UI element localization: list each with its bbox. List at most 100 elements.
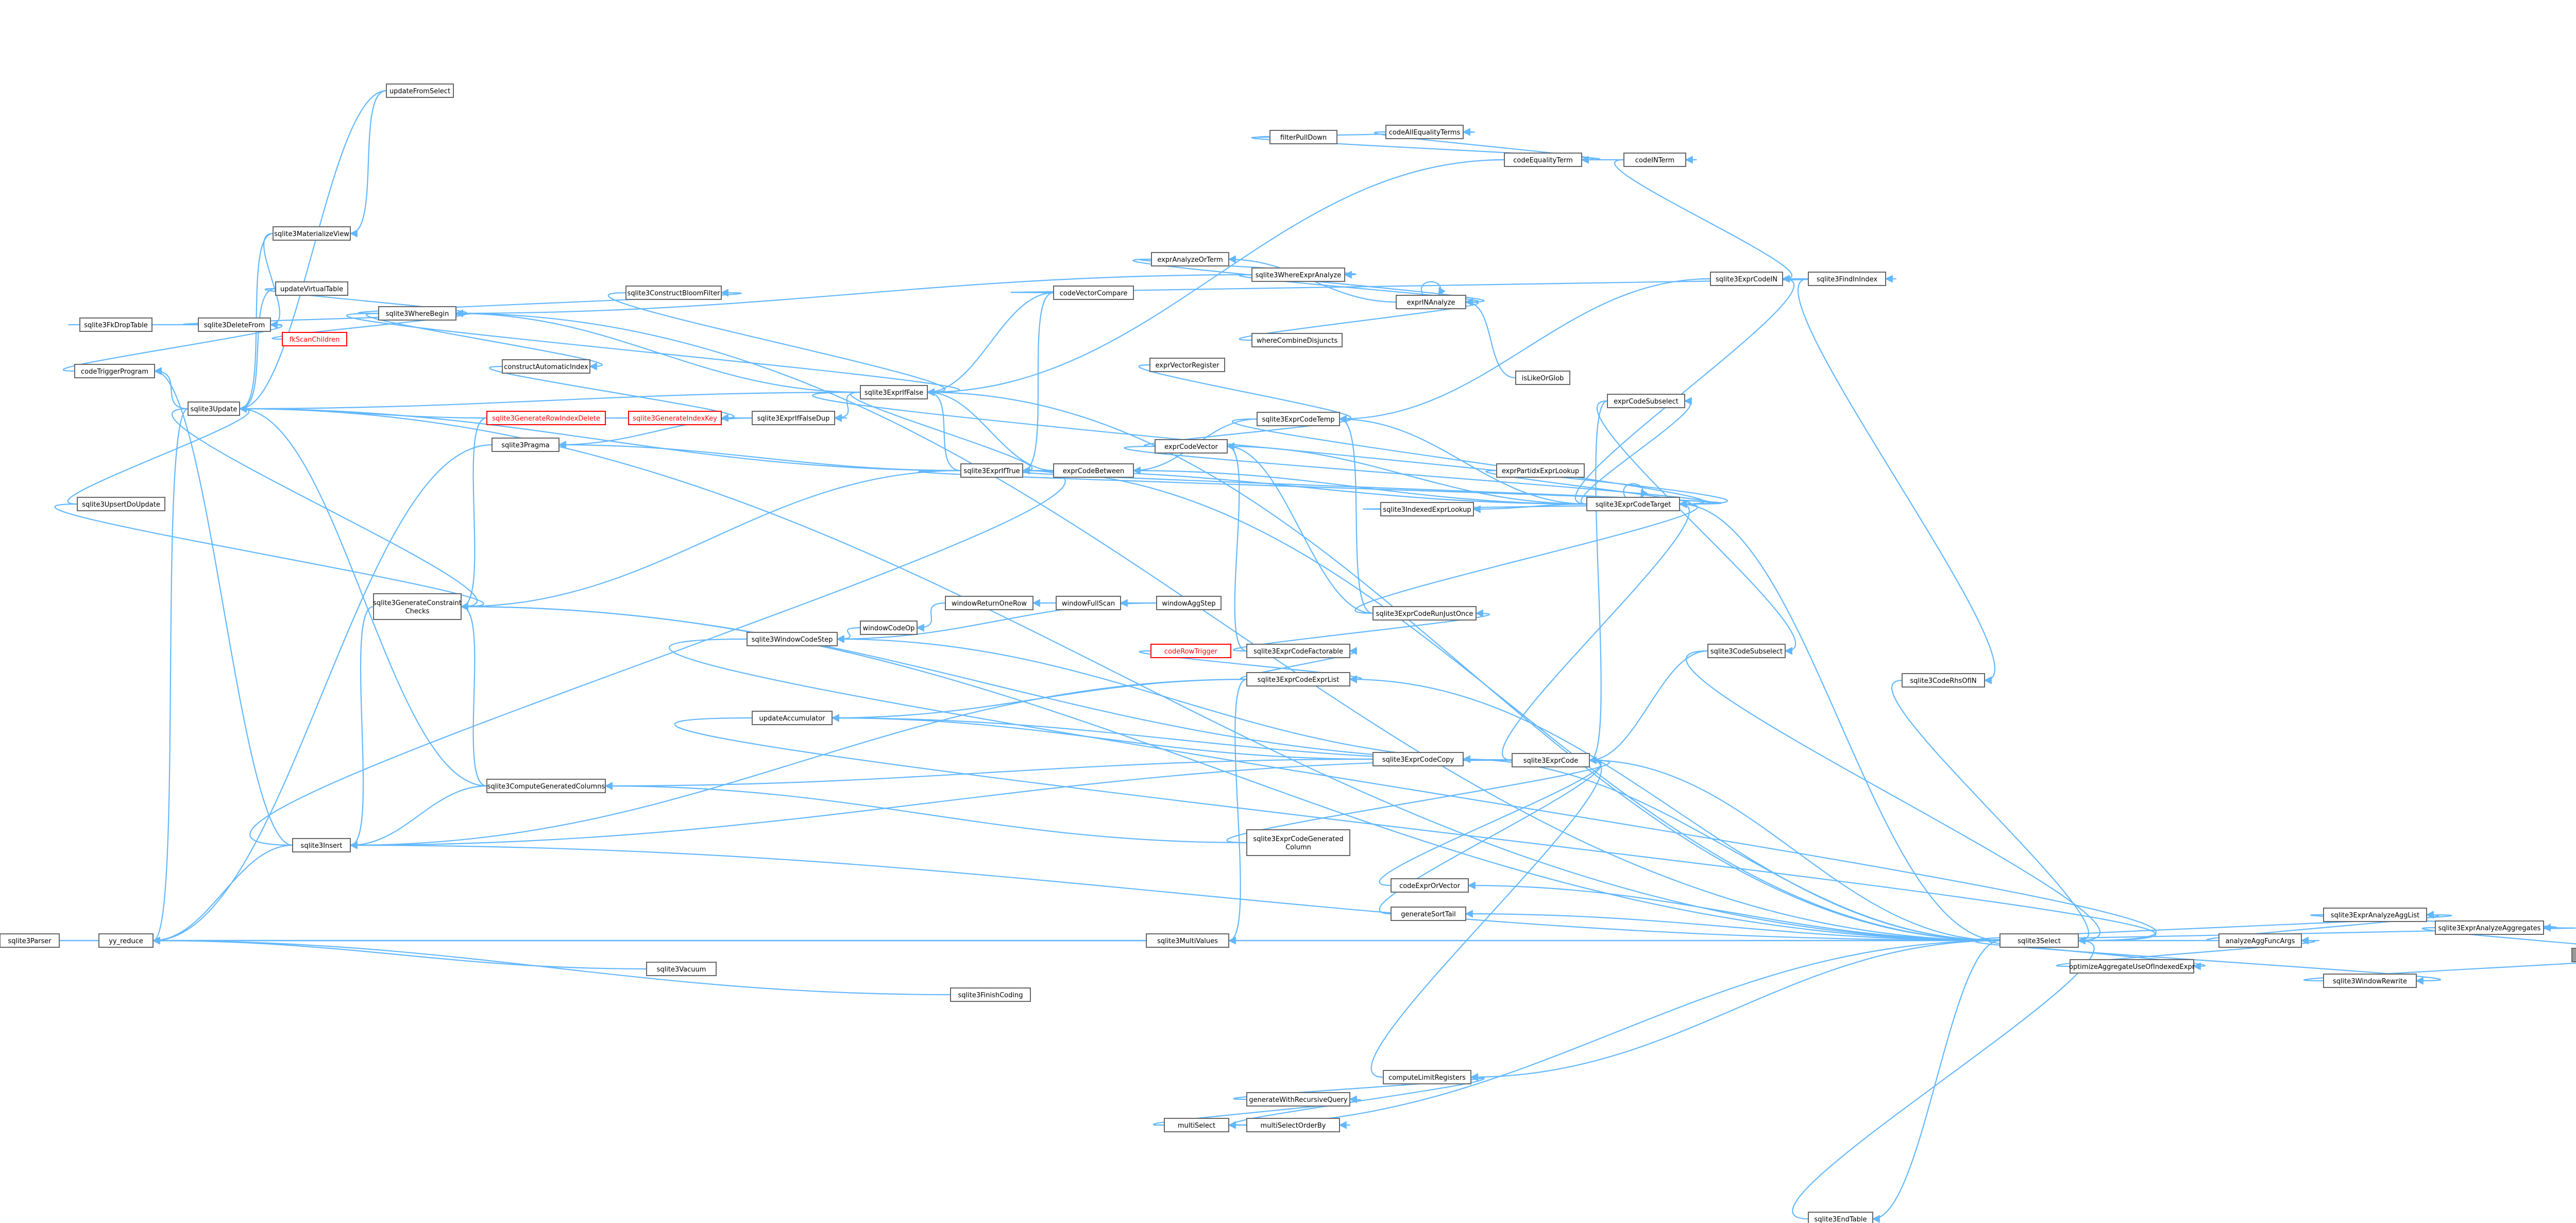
graph-node-sqlite3makecopyhint[interactable]: sqlite3MakeCopyHint <box>2571 948 2576 962</box>
graph-node-windowcodeop[interactable]: windowCodeOp <box>860 621 918 635</box>
graph-node-sqlite3windowrewrite[interactable]: sqlite3WindowRewrite <box>2323 974 2417 988</box>
graph-node-sqlite3indexedexprlookup[interactable]: sqlite3IndexedExprLookup <box>1380 502 1474 516</box>
graph-node-sqlite3insert[interactable]: sqlite3Insert <box>292 838 351 852</box>
graph-node-codeinterm[interactable]: codeINTerm <box>1623 153 1686 167</box>
graph-node-sqlite3computegeneratedcolumns[interactable]: sqlite3ComputeGeneratedColumns <box>486 779 606 793</box>
node-box <box>1707 644 1786 658</box>
graph-node-sqlite3finishcoding[interactable]: sqlite3FinishCoding <box>950 987 1031 1002</box>
graph-node-generatesorttail[interactable]: generateSortTail <box>1391 907 1466 921</box>
graph-node-sqlite3expriffalsedup[interactable]: sqlite3ExprIfFalseDup <box>752 411 835 425</box>
graph-node-yy-reduce[interactable]: yy_reduce <box>98 933 154 948</box>
node-box <box>1164 1118 1229 1132</box>
node-label: Checks <box>405 608 430 615</box>
graph-node-multiselect[interactable]: multiSelect <box>1164 1118 1229 1132</box>
graph-node-codeexprorvector[interactable]: codeExprOrVector <box>1391 878 1469 893</box>
graph-node-sqlite3findinindex[interactable]: sqlite3FindInIndex <box>1808 272 1886 286</box>
graph-node-sqlite3exprcodeexprlist[interactable]: sqlite3ExprCodeExprList <box>1246 672 1350 686</box>
graph-node-windowfullscan[interactable]: windowFullScan <box>1056 596 1121 610</box>
graph-node-sqlite3exprcodein[interactable]: sqlite3ExprCodeIN <box>1710 272 1783 286</box>
graph-node-sqlite3generateindexkey[interactable]: sqlite3GenerateIndexKey <box>628 411 722 425</box>
node-label: sqlite3Parser <box>8 937 52 945</box>
call-edge <box>1686 650 2100 945</box>
graph-node-windowreturnonerow[interactable]: windowReturnOneRow <box>945 596 1033 610</box>
node-box <box>486 411 606 425</box>
graph-node-exprcodebetween[interactable]: exprCodeBetween <box>1053 463 1134 478</box>
graph-node-sqlite3windowcodestep[interactable]: sqlite3WindowCodeStep <box>747 632 838 646</box>
graph-node-sqlite3update[interactable]: sqlite3Update <box>188 401 240 416</box>
graph-node-sqlite3multivalues[interactable]: sqlite3MultiValues <box>1146 933 1229 948</box>
graph-node-exprcodesubselect[interactable]: exprCodeSubselect <box>1607 394 1685 408</box>
call-edge <box>239 405 487 787</box>
graph-node-sqlite3exprcodefactorable[interactable]: sqlite3ExprCodeFactorable <box>1246 644 1350 658</box>
graph-node-optimizeaggregateuseofindexedexpr[interactable]: optimizeAggregateUseOfIndexedExpr <box>2069 959 2195 974</box>
graph-node-analyzeaggfuncargs[interactable]: analyzeAggFuncArgs <box>2218 933 2302 948</box>
graph-node-sqlite3exprcodetemp[interactable]: sqlite3ExprCodeTemp <box>1257 412 1340 426</box>
graph-node-sqlite3expranalyzeaggregates[interactable]: sqlite3ExprAnalyzeAggregates <box>2435 920 2544 935</box>
graph-node-expranalyzeorterm[interactable]: exprAnalyzeOrTerm <box>1151 252 1229 266</box>
graph-node-sqlite3wherebegin[interactable]: sqlite3WhereBegin <box>378 306 456 321</box>
graph-node-generatewithrecursivequery[interactable]: generateWithRecursiveQuery <box>1246 1092 1350 1107</box>
call-edge <box>926 159 1505 396</box>
graph-node-sqlite3exprcoderunjustonce[interactable]: sqlite3ExprCodeRunJustOnce <box>1372 606 1477 621</box>
call-edge <box>349 759 1513 849</box>
graph-node-codeequalityterm[interactable]: codeEqualityTerm <box>1504 153 1582 167</box>
graph-node-sqlite3deletefrom[interactable]: sqlite3DeleteFrom <box>198 317 271 332</box>
call-edge <box>349 841 2001 942</box>
node-box <box>752 711 833 725</box>
graph-node-constructautomaticindex[interactable]: constructAutomaticIndex <box>502 359 590 374</box>
graph-node-sqlite3exprcodetarget[interactable]: sqlite3ExprCodeTarget <box>1586 497 1680 511</box>
graph-node-exprcodevector[interactable]: exprCodeVector <box>1155 439 1228 454</box>
graph-node-sqlite3generaterowindexdelete[interactable]: sqlite3GenerateRowIndexDelete <box>486 411 606 425</box>
node-box <box>74 364 155 378</box>
call-edge <box>1233 1073 1485 1100</box>
graph-node-computelimitregisters[interactable]: computeLimitRegisters <box>1383 1070 1471 1084</box>
node-box <box>1053 463 1134 478</box>
graph-node-exprinanalyze[interactable]: exprINAnalyze <box>1396 295 1466 309</box>
graph-node-sqlite3expriftrue[interactable]: sqlite3ExprIfTrue <box>960 463 1023 478</box>
graph-node-sqlite3expriffalse[interactable]: sqlite3ExprIfFalse <box>860 385 928 399</box>
graph-node-sqlite3parser[interactable]: sqlite3Parser <box>0 933 60 948</box>
graph-node-sqlite3exprcode[interactable]: sqlite3ExprCode <box>1512 753 1590 767</box>
graph-node-codetriggerprogram[interactable]: codeTriggerProgram <box>74 364 155 378</box>
graph-node-sqlite3coderhsofin[interactable]: sqlite3CodeRhsOfIN <box>1902 673 1985 688</box>
node-label: sqlite3ExprIfFalseDup <box>757 415 830 423</box>
graph-node-updateaccumulator[interactable]: updateAccumulator <box>752 711 833 725</box>
graph-node-sqlite3whereexpranalyze[interactable]: sqlite3WhereExprAnalyze <box>1251 267 1345 282</box>
graph-node-codeallequalityterms[interactable]: codeAllEqualityTerms <box>1385 125 1464 139</box>
graph-node-sqlite3codesubselect[interactable]: sqlite3CodeSubselect <box>1707 644 1786 658</box>
call-edge <box>604 758 1374 790</box>
graph-node-filterpulldown[interactable]: filterPullDown <box>1269 130 1337 144</box>
graph-node-sqlite3materializeview[interactable]: sqlite3MaterializeView <box>273 226 351 241</box>
graph-node-sqlite3exprcodecopy[interactable]: sqlite3ExprCodeCopy <box>1372 752 1464 766</box>
graph-node-updatefromselect[interactable]: updateFromSelect <box>386 83 454 98</box>
graph-node-windowaggstep[interactable]: windowAggStep <box>1156 596 1222 610</box>
call-edge <box>1502 500 1690 761</box>
node-label: sqlite3WindowRewrite <box>2333 978 2407 985</box>
node-box <box>2323 908 2427 922</box>
graph-node-sqlite3vacuum[interactable]: sqlite3Vacuum <box>646 962 717 976</box>
graph-node-codevectorcompare[interactable]: codeVectorCompare <box>1053 286 1134 300</box>
graph-node-sqlite3upsertdoupdate[interactable]: sqlite3UpsertDoUpdate <box>77 497 165 511</box>
graph-node-sqlite3fkdroptable[interactable]: sqlite3FkDropTable <box>79 317 152 332</box>
graph-node-updatevirtualtable[interactable]: updateVirtualTable <box>275 281 348 296</box>
graph-node-islikeorglob[interactable]: isLikeOrGlob <box>1515 371 1570 385</box>
graph-node-exprvectorregister[interactable]: exprVectorRegister <box>1149 358 1225 372</box>
graph-node-sqlite3constructbloomfilter[interactable]: sqlite3ConstructBloomFilter <box>625 286 722 300</box>
node-box <box>1246 1118 1340 1132</box>
call-edge <box>831 678 1247 722</box>
node-box <box>1380 502 1474 516</box>
node-label: updateFromSelect <box>389 88 450 95</box>
graph-node-exprpartidxexprlookup[interactable]: exprPartidxExprLookup <box>1496 463 1585 478</box>
graph-node-sqlite3expranalyzeagglist[interactable]: sqlite3ExprAnalyzeAggList <box>2323 908 2427 922</box>
graph-node-sqlite3endtable[interactable]: sqlite3EndTable <box>1808 1212 1873 1223</box>
call-edge <box>349 90 387 238</box>
graph-node-sqlite3select[interactable]: sqlite3Select <box>1999 933 2079 948</box>
graph-node-coderowtrigger[interactable]: codeRowTrigger <box>1150 644 1231 658</box>
graph-node-fkscanchildren[interactable]: fkScanChildren <box>282 332 347 346</box>
graph-node-multiselectorderby[interactable]: multiSelectOrderBy <box>1246 1118 1340 1132</box>
call-edge <box>1420 281 1446 296</box>
graph-node-wherecombinedisjuncts[interactable]: whereCombineDisjuncts <box>1251 333 1343 347</box>
graph-node-sqlite3pragma[interactable]: sqlite3Pragma <box>492 438 560 452</box>
